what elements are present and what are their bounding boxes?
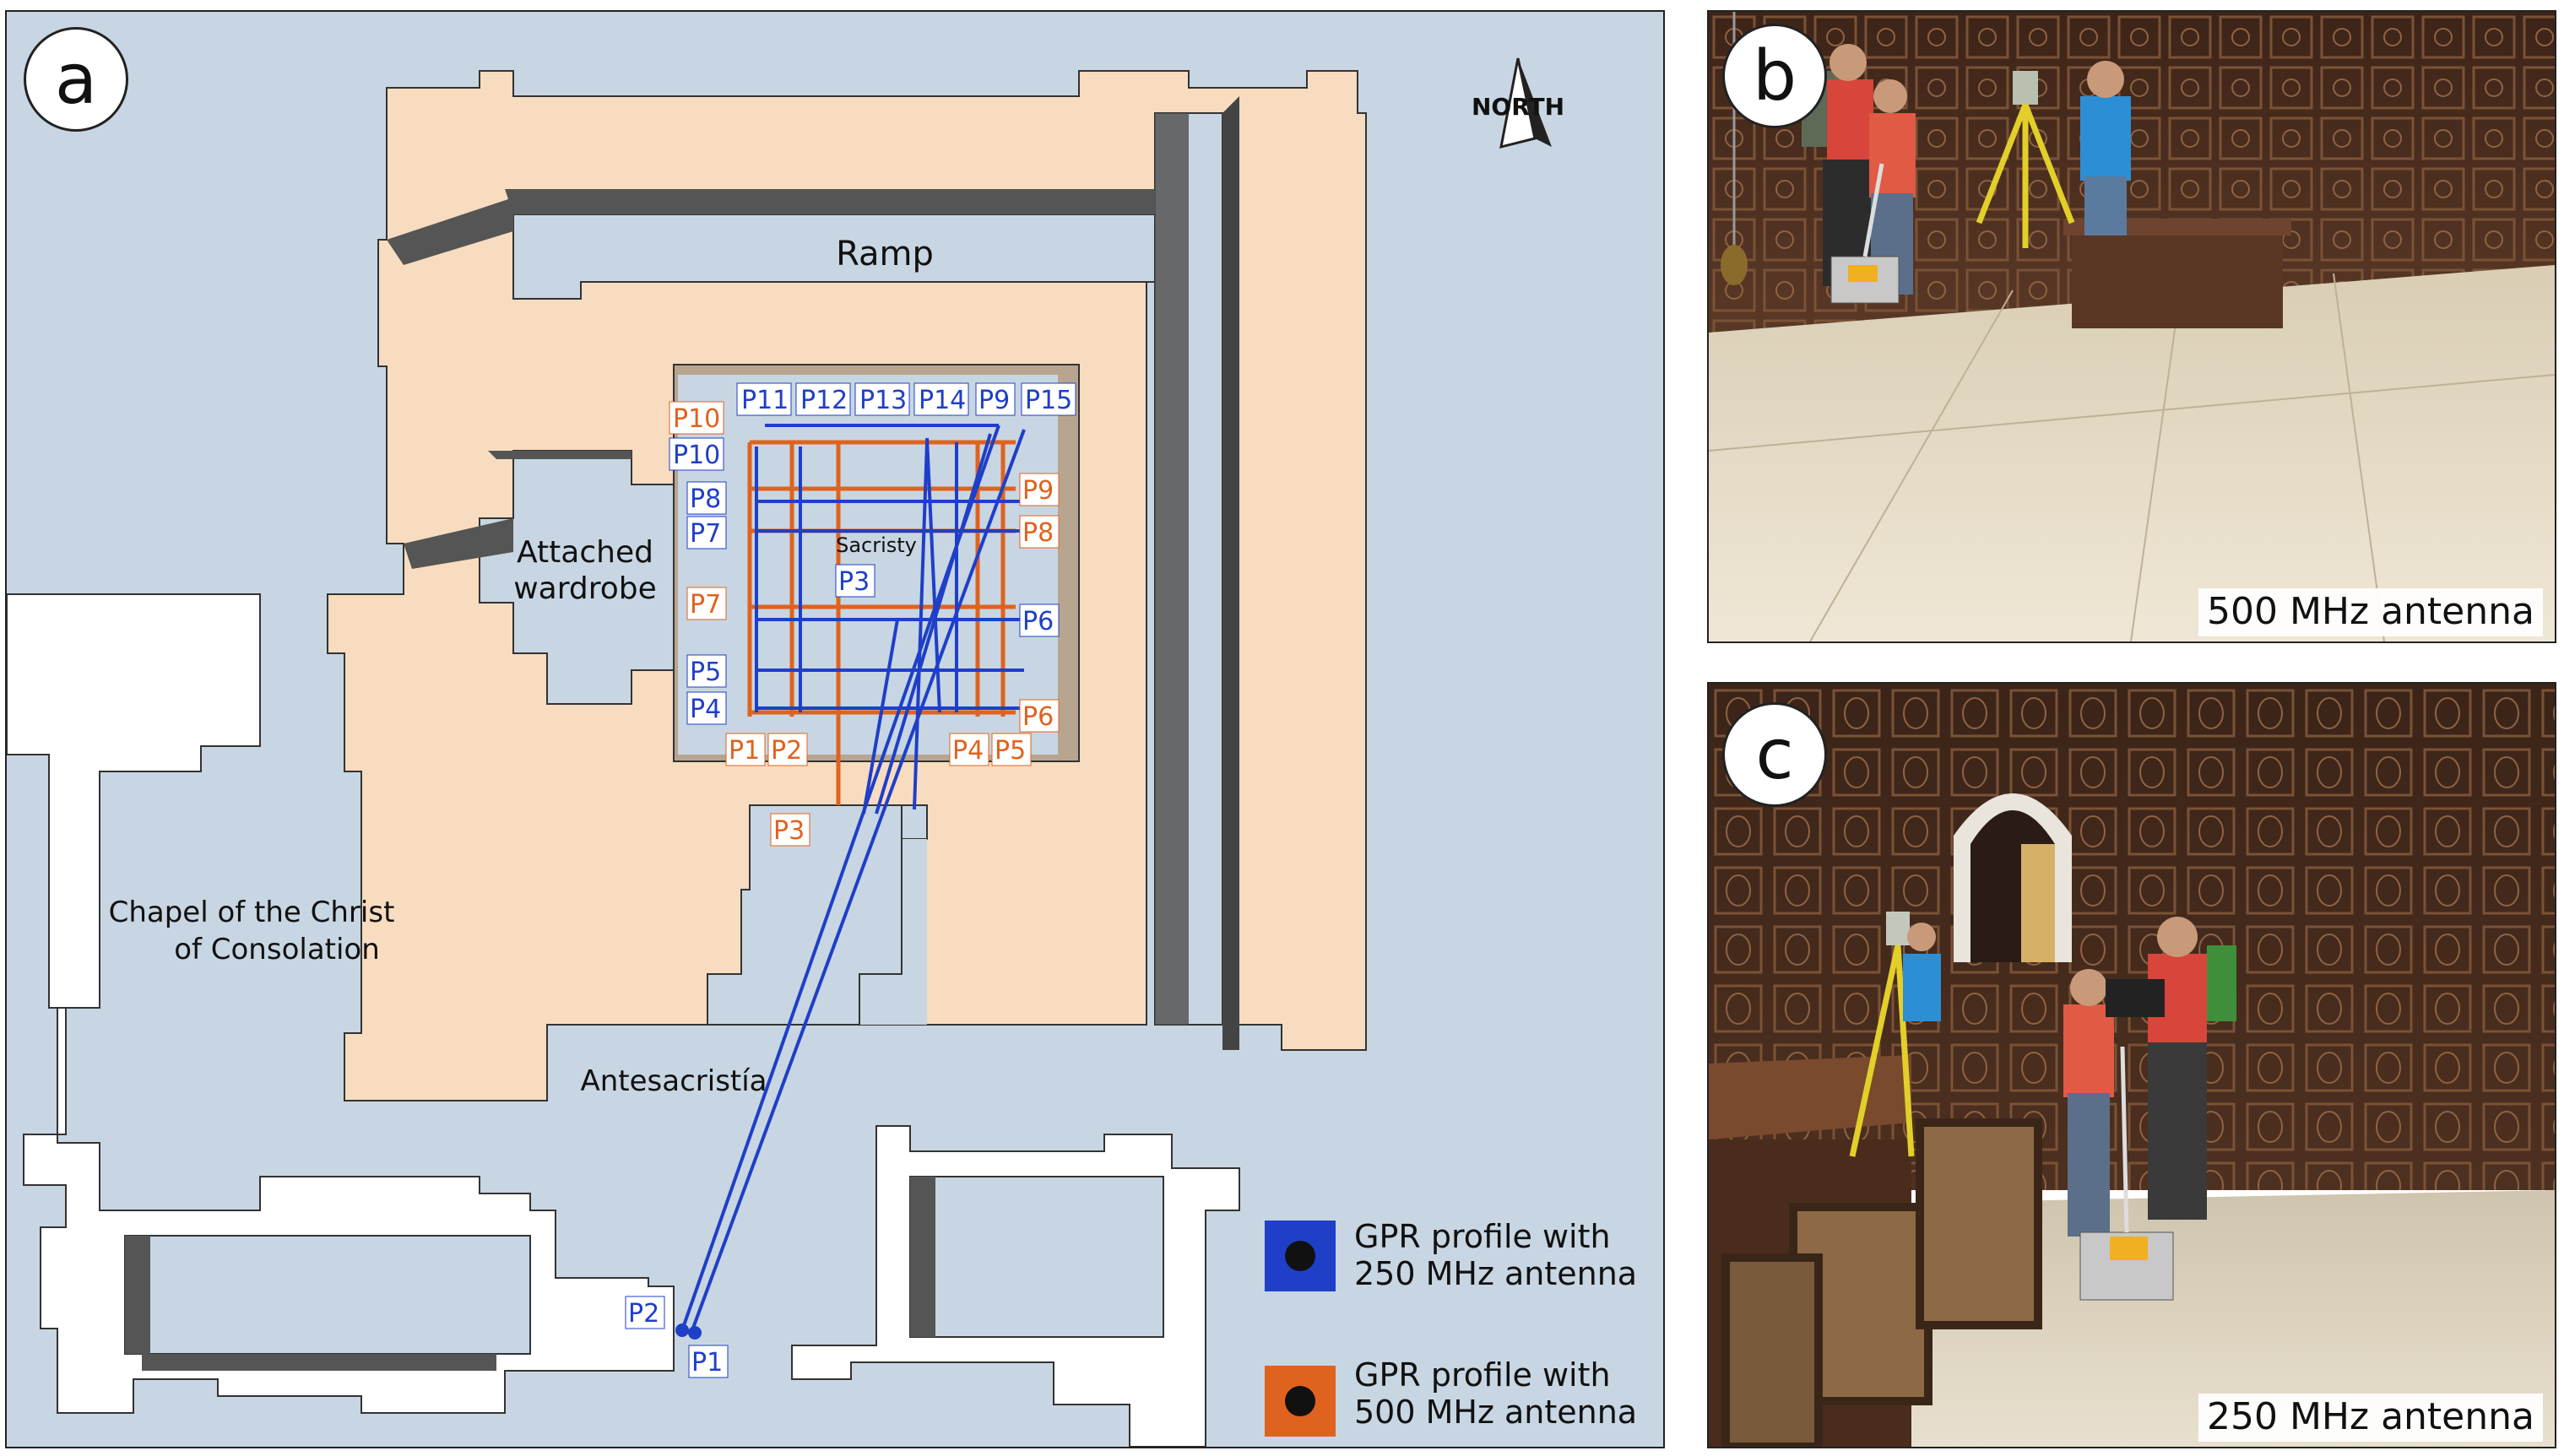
label-250-p15: P15 — [1021, 382, 1076, 416]
svg-text:P5: P5 — [690, 658, 721, 687]
svg-text:P10: P10 — [673, 441, 720, 470]
svg-text:P11: P11 — [741, 386, 789, 415]
svg-text:P13: P13 — [859, 386, 907, 415]
wooden-chairs — [1721, 1118, 2042, 1447]
svg-text:P14: P14 — [919, 386, 966, 415]
label-250-p1: P1 — [688, 1345, 729, 1378]
map-panel: a — [5, 10, 1665, 1448]
panel-letter-a: a — [24, 27, 128, 132]
label-250-p13: P13 — [854, 382, 910, 416]
tripod-total-station — [1849, 912, 1915, 1157]
label-antesacristia: Antesacristía — [580, 1064, 767, 1098]
photo-500mhz-survey: b 500 MHz antenna — [1707, 10, 2556, 643]
label-250-p6: P6 — [1019, 604, 1060, 637]
label-250-p4: P4 — [686, 691, 727, 725]
tripod-total-station — [1976, 71, 2075, 248]
svg-text:P7: P7 — [690, 590, 721, 620]
panel-letter-c: c — [1722, 702, 1827, 807]
photo-250mhz-survey: c 250 MHz antenna — [1707, 682, 2556, 1448]
label-500-p7: P7 — [686, 587, 727, 620]
labels-250mhz: P11 P12 P13 P14 P9 P15 P10 P8 P7 P3 P6 P… — [625, 382, 1076, 1378]
svg-text:P9: P9 — [1022, 476, 1054, 506]
svg-text:P8: P8 — [1022, 518, 1054, 548]
label-250-p5: P5 — [686, 654, 727, 688]
label-250-p10: P10 — [669, 437, 724, 471]
svg-text:P3: P3 — [838, 567, 870, 597]
svg-text:P5: P5 — [995, 736, 1026, 766]
label-500-p5: P5 — [991, 733, 1032, 766]
label-500-p6: P6 — [1019, 699, 1060, 733]
svg-text:P4: P4 — [690, 695, 721, 724]
label-500-p2: P2 — [767, 733, 808, 766]
label-500-p1: P1 — [725, 733, 766, 766]
panel-letter-b: b — [1722, 24, 1827, 128]
person-laptop — [2106, 917, 2236, 1220]
svg-text:P10: P10 — [673, 404, 720, 434]
label-250-p9: P9 — [975, 382, 1016, 416]
person-operator — [2063, 969, 2114, 1237]
label-ramp: Ramp — [836, 235, 934, 273]
north-arrow: NORTH — [1472, 57, 1564, 149]
svg-text:P8: P8 — [690, 484, 721, 514]
label-500-p4: P4 — [949, 733, 989, 766]
photo-sacristy-250mhz — [1709, 684, 2555, 1447]
svg-text:P12: P12 — [800, 386, 848, 415]
svg-text:250 MHz antenna: 250 MHz antenna — [1354, 1255, 1637, 1292]
label-sacristy: Sacristy — [836, 533, 917, 557]
label-wardrobe-1: Attached — [517, 535, 653, 570]
gpr-cart-500 — [1830, 163, 1900, 304]
label-250-p3: P3 — [835, 564, 875, 598]
svg-text:P9: P9 — [978, 386, 1010, 415]
caption-500mhz: 500 MHz antenna — [2198, 588, 2543, 636]
svg-text:P2: P2 — [628, 1299, 659, 1329]
label-250-p7: P7 — [686, 516, 727, 549]
svg-text:GPR profile with: GPR profile with — [1354, 1356, 1611, 1394]
person-observer — [1903, 923, 1941, 1021]
svg-text:P4: P4 — [952, 736, 984, 766]
label-chapel-2: of Consolation — [174, 933, 380, 966]
white-corridors — [7, 593, 1240, 1447]
caption-250mhz: 250 MHz antenna — [2198, 1394, 2543, 1442]
label-500-p9: P9 — [1019, 473, 1060, 506]
svg-text:500 MHz antenna: 500 MHz antenna — [1354, 1394, 1637, 1431]
person-standing — [2080, 61, 2131, 235]
svg-text:P1: P1 — [729, 736, 760, 766]
svg-text:P15: P15 — [1025, 386, 1072, 415]
legend: GPR profile with 250 MHz antenna GPR pro… — [1265, 1218, 1637, 1437]
floor-plan-map: NORTH — [7, 57, 1637, 1447]
label-500-p8: P8 — [1019, 515, 1060, 549]
north-label: NORTH — [1472, 93, 1564, 121]
label-250-p12: P12 — [795, 382, 851, 416]
label-500-p10: P10 — [669, 401, 724, 435]
label-500-p3: P3 — [770, 813, 810, 847]
gpr-cart-250 — [2079, 1046, 2174, 1301]
svg-text:P1: P1 — [691, 1348, 723, 1378]
label-wardrobe-2: wardrobe — [513, 571, 657, 606]
photo-sacristy-500mhz — [1709, 12, 2555, 641]
svg-text:P6: P6 — [1022, 607, 1054, 636]
svg-text:P6: P6 — [1022, 702, 1054, 732]
svg-text:GPR profile with: GPR profile with — [1354, 1218, 1611, 1255]
label-250-p8: P8 — [686, 481, 727, 515]
labels-500mhz: P10 P9 P8 P7 P6 P1 P2 P4 P5 P3 — [669, 401, 1060, 847]
svg-text:P2: P2 — [771, 736, 802, 766]
label-250-p11: P11 — [736, 382, 792, 416]
label-250-p14: P14 — [913, 382, 969, 416]
label-chapel-1: Chapel of the Christ — [109, 896, 395, 929]
svg-text:P7: P7 — [690, 519, 721, 549]
svg-text:P3: P3 — [773, 816, 805, 846]
arched-doorway — [1954, 793, 2072, 962]
profiles-250mhz — [675, 424, 1026, 1340]
label-250-p2: P2 — [625, 1296, 665, 1329]
